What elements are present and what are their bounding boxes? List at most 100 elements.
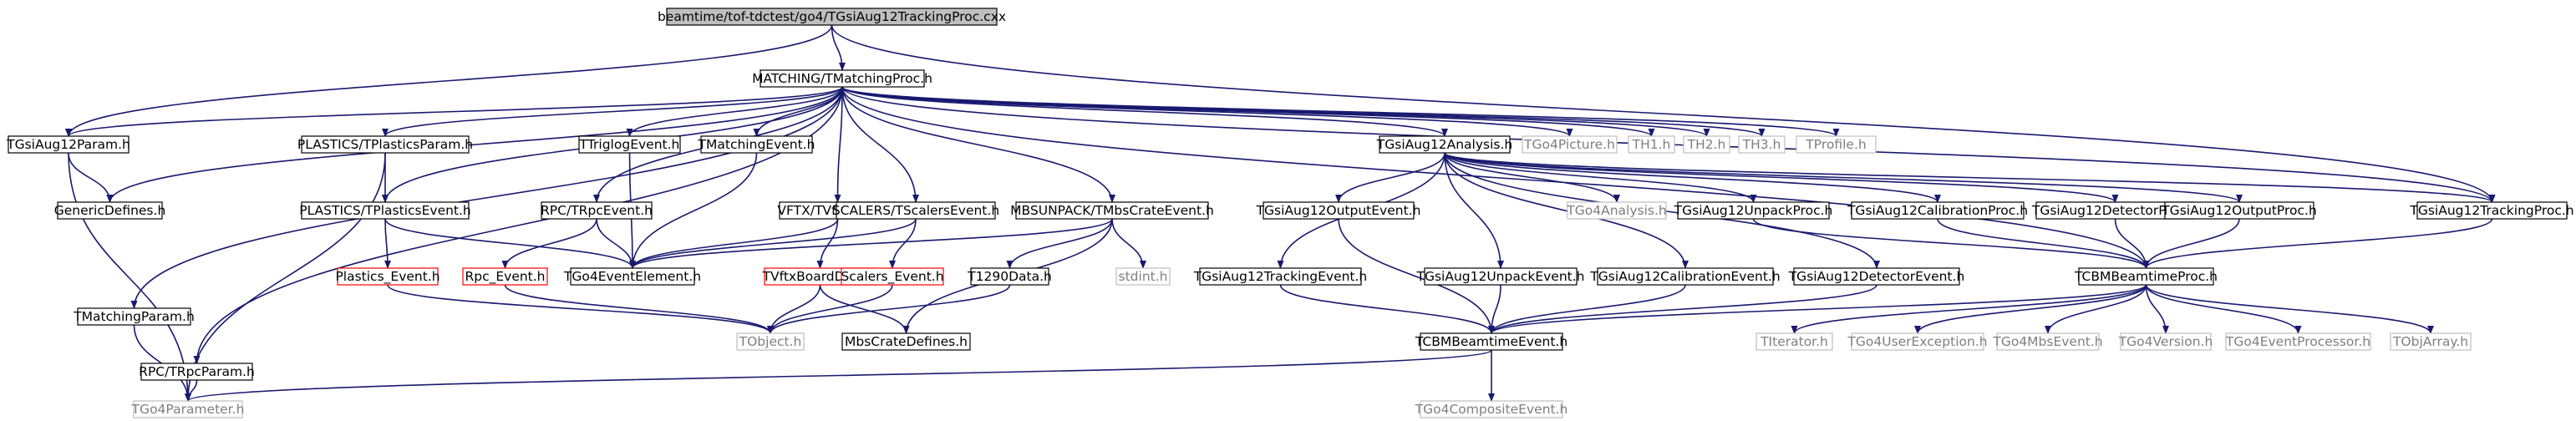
node-label-tobject: TObject.h (739, 334, 802, 349)
node-tmatchingparam[interactable]: TMatchingParam.h (73, 307, 195, 326)
node-label-mbsunpack: MBSUNPACK/TMbsCrateEvent.h (1010, 203, 1214, 218)
edge-tgsiaug12outputproc-to-tcbmbeamtimeproc (2142, 218, 2240, 269)
node-mbsunpack[interactable]: MBSUNPACK/TMbsCrateEvent.h (1010, 201, 1214, 220)
edge-matching_proc-to-tprofile (841, 86, 1840, 137)
node-label-stdint: stdint.h (1119, 269, 1168, 284)
edge-matching_proc-to-plastics_tplasticsparam (382, 86, 843, 137)
node-box-tobject (736, 332, 805, 351)
node-box-stdint (1115, 267, 1171, 286)
edge-tcbmbeamtimeproc-to-titerator (1791, 284, 2147, 334)
node-box-tgsiaug12unpackproc (1677, 201, 1830, 220)
edge-tgsiaug12analysis-to-tgsiaug12trackingproc (1444, 152, 2496, 203)
edge-tcbmbeamtimeproc-to-tcbmbeamtimeevent (1488, 284, 2147, 334)
edge-root-to-tgsiaug12param (65, 24, 833, 137)
node-tgsiaug12unpackevent[interactable]: TGsiAug12UnpackEvent.h (1415, 267, 1585, 286)
edge-tgsiaug12analysis-to-tgsiaug12calibrationevent (1444, 152, 1689, 269)
node-label-tobjarray: TObjArray.h (2392, 334, 2468, 349)
node-label-scalers_event: Scalers_Event.h (841, 269, 943, 285)
node-label-tgsiaug12trackingproc: TGsiAug12TrackingProc.h (2409, 203, 2573, 218)
node-label-th3: TH3.h (1742, 137, 1781, 152)
node-tobjarray: TObjArray.h (2390, 332, 2472, 351)
node-box-mbscratedefines (841, 332, 971, 351)
node-scalers_tscalersevent[interactable]: SCALERS/TScalersEvent.h (832, 201, 999, 220)
node-tgsiaug12trackingevent[interactable]: TGsiAug12TrackingEvent.h (1193, 267, 1368, 286)
node-box-plastics_event (337, 267, 439, 286)
edge-matching_proc-to-tgsiaug12analysis (841, 86, 1448, 137)
node-tgo4userexception: TGo4UserException.h (1847, 332, 1988, 351)
node-rpc_trpcparam[interactable]: RPC/TRpcParam.h (139, 363, 255, 381)
node-tgo4mbsevent: TGo4MbsEvent.h (1992, 332, 2103, 351)
node-label-tgsiaug12calibrationevent: TGsiAug12CalibrationEvent.h (1589, 269, 1780, 284)
node-stdint: stdint.h (1115, 267, 1171, 286)
node-label-tgsiaug12analysis: TGsiAug12Analysis.h (1376, 137, 1512, 152)
edge-root-to-tgsiaug12trackingproc (831, 24, 2496, 203)
edge-rpc_trpcevent-to-tgo4eventelement (596, 218, 636, 269)
edge-tgsiaug12detectorevent-to-tcbmbeamtimeevent (1488, 284, 1877, 334)
edge-tgsiaug12calibrationproc-to-tcbmbeamtimeproc (1937, 218, 2150, 269)
node-tgsiaug12outputevent[interactable]: TGsiAug12OutputEvent.h (1256, 201, 1421, 220)
node-tgo4eventelement[interactable]: TGo4EventElement.h (563, 267, 701, 286)
node-rpc_trpcevent[interactable]: RPC/TRpcEvent.h (541, 201, 653, 220)
node-label-titerator: TIterator.h (1760, 334, 1828, 349)
node-th1: TH1.h (1628, 135, 1675, 154)
edge-matching_proc-to-tmatchingparam (130, 86, 843, 309)
nodes-layer: beamtime/tof-tdctest/go4/TGsiAug12Tracki… (6, 8, 2574, 418)
node-box-tgsiaug12analysis (1379, 135, 1511, 154)
node-tgsiaug12param[interactable]: TGsiAug12Param.h (6, 135, 130, 154)
node-ttriglogevent[interactable]: TTriglogEvent.h (578, 135, 681, 154)
node-box-th2 (1683, 135, 1730, 154)
node-scalers_event[interactable]: Scalers_Event.h (841, 267, 944, 286)
edge-t1290data-to-tobject (767, 284, 1011, 334)
node-box-root (666, 8, 998, 26)
node-plastics_event[interactable]: Plastics_Event.h (335, 267, 440, 286)
node-root[interactable]: beamtime/tof-tdctest/go4/TGsiAug12Tracki… (658, 8, 1006, 26)
node-tgsiaug12calibrationevent[interactable]: TGsiAug12CalibrationEvent.h (1589, 267, 1781, 286)
node-tgsiaug12calibrationproc[interactable]: TGsiAug12CalibrationProc.h (1847, 201, 2028, 220)
node-box-rpc_trpcevent (541, 201, 653, 220)
edge-matching_proc-to-tgsiaug12param (65, 86, 843, 137)
edge-matching_proc-to-vftx_tvftxevent (834, 86, 843, 203)
node-t1290data[interactable]: T1290Data.h (967, 267, 1052, 286)
node-matching_proc[interactable]: MATCHING/TMatchingProc.h (752, 69, 932, 88)
node-box-rpc_trpcparam (140, 363, 253, 381)
node-rpc_event[interactable]: Rpc_Event.h (462, 267, 548, 286)
node-label-tprofile: TProfile.h (1805, 137, 1866, 152)
node-tgsiaug12unpackproc[interactable]: TGsiAug12UnpackProc.h (1674, 201, 1833, 220)
node-tgo4analysis: TGo4Analysis.h (1566, 201, 1667, 220)
node-box-tobjarray (2390, 332, 2472, 351)
edge-tgsiaug12trackingevent-to-tcbmbeamtimeevent (1279, 284, 1495, 334)
node-plastics_tplasticsparam[interactable]: PLASTICS/TPlasticsParam.h (297, 135, 473, 154)
node-box-tgo4picture (1522, 135, 1618, 154)
node-tcbmbeamtimeevent[interactable]: TCBMBeamtimeEvent.h (1415, 332, 1567, 351)
node-plastics_tplasticsevent[interactable]: PLASTICS/TPlasticsEvent.h (299, 201, 471, 220)
node-box-matching_proc (760, 69, 925, 88)
edges-layer (65, 24, 2496, 402)
node-label-plastics_tplasticsparam: PLASTICS/TPlasticsParam.h (297, 137, 473, 152)
edge-tgsiaug12analysis-to-tgo4analysis (1444, 152, 1620, 203)
node-th2: TH2.h (1683, 135, 1730, 154)
node-tgsiaug12analysis[interactable]: TGsiAug12Analysis.h (1376, 135, 1512, 154)
node-box-tgo4eventprocessor (2225, 332, 2371, 351)
node-tgsiaug12detectorproc[interactable]: TGsiAug12DetectorProc.h (2031, 201, 2198, 220)
node-tmatchingevent[interactable]: TMatchingEvent.h (698, 135, 815, 154)
node-tgsiaug12trackingproc[interactable]: TGsiAug12TrackingProc.h (2409, 201, 2574, 220)
edge-scalers_event-to-tobject (767, 284, 893, 334)
node-tgsiaug12outputproc[interactable]: TGsiAug12OutputProc.h (2161, 201, 2317, 220)
node-mbscratedefines[interactable]: MbsCrateDefines.h (841, 332, 971, 351)
edge-scalers_tscalersevent-to-tgo4eventelement (629, 218, 917, 269)
node-box-plastics_tplasticsparam (301, 135, 470, 154)
node-box-ttriglogevent (578, 135, 681, 154)
node-tgsiaug12detectorevent[interactable]: TGsiAug12DetectorEvent.h (1788, 267, 1965, 286)
edge-rpc_event-to-tobject (504, 284, 774, 334)
edge-plastics_tplasticsevent-to-plastics_event (384, 218, 391, 269)
node-box-titerator (1755, 332, 1833, 351)
node-box-tgo4eventelement (570, 267, 695, 286)
node-tobject: TObject.h (736, 332, 805, 351)
edge-tgsiaug12analysis-to-tgsiaug12detectorproc (1444, 152, 2119, 203)
edge-tgsiaug12param-to-genericdefines (68, 152, 114, 203)
edge-tgsiaug12analysis-to-tgsiaug12outputproc (1444, 152, 2243, 203)
node-genericdefines[interactable]: GenericDefines.h (54, 201, 166, 220)
node-box-tcbmbeamtimeproc (2078, 267, 2214, 286)
node-tcbmbeamtimeproc[interactable]: TCBMBeamtimeProc.h (2074, 267, 2218, 286)
